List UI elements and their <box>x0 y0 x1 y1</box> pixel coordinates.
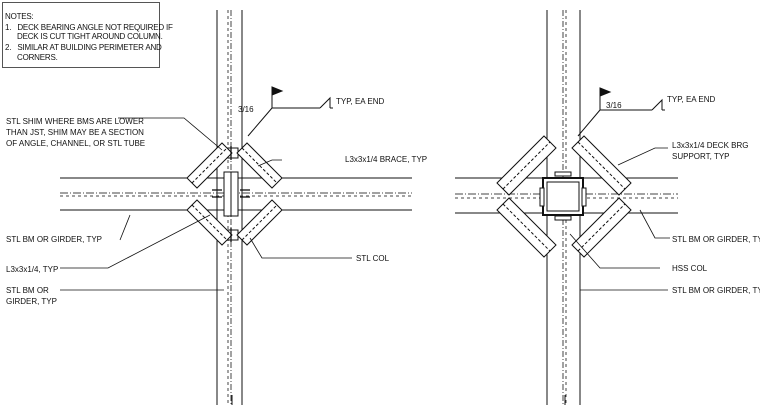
right-weld-symbol <box>577 87 665 137</box>
right-bm-girder-label: STL BM OR GIRDER, TYP <box>672 286 760 295</box>
left-bm-girder-label-2: GIRDER, TYP <box>6 297 57 306</box>
right-deck-angles <box>496 135 632 258</box>
right-weld-size: 3/16 <box>606 101 622 110</box>
right-hss-column <box>539 171 587 221</box>
right-weld-note: TYP, EA END <box>667 95 716 104</box>
note-1-line-2: DECK IS CUT TIGHT AROUND COLUMN. <box>17 32 163 41</box>
right-deck-label-1: L3x3x1/4 DECK BRG <box>672 141 748 150</box>
left-column <box>223 147 239 241</box>
left-column-label: STL COL <box>356 254 390 263</box>
note-1-line-1: 1. DECK BEARING ANGLE NOT REQUIRED IF <box>5 23 173 32</box>
left-bm-girder-label-1: STL BM OR <box>6 286 49 295</box>
left-brace-label: L3x3x1/4 BRACE, TYP <box>345 155 427 164</box>
left-bolts <box>212 146 250 242</box>
left-detail <box>60 10 412 405</box>
right-detail <box>455 10 678 405</box>
left-weld-symbol <box>247 86 333 137</box>
right-beam-label: STL BM OR GIRDER, TYP <box>672 235 760 244</box>
note-2-line-1: 2. SIMILAR AT BUILDING PERIMETER AND <box>5 43 162 52</box>
right-leaders <box>569 147 670 291</box>
notes-title: NOTES: <box>5 12 34 21</box>
left-weld-size: 3/16 <box>238 105 254 114</box>
left-shim-note-3: OF ANGLE, CHANNEL, OR STL TUBE <box>6 139 145 148</box>
left-vertical-beam <box>216 10 243 405</box>
left-angle-label: L3x3x1/4, TYP <box>6 265 58 274</box>
right-column-label: HSS COL <box>672 264 708 273</box>
left-braces <box>186 142 283 246</box>
left-shim-note-1: STL SHIM WHERE BMS ARE LOWER <box>6 117 144 126</box>
left-beam-label: STL BM OR GIRDER, TYP <box>6 235 102 244</box>
right-deck-label-2: SUPPORT, TYP <box>672 152 730 161</box>
notes-box <box>2 2 160 68</box>
left-leaders <box>60 117 352 291</box>
left-weld-note: TYP, EA END <box>336 97 385 106</box>
note-2-line-2: CORNERS. <box>17 53 58 62</box>
left-shim-note-2: THAN JST, SHIM MAY BE A SECTION <box>6 128 144 137</box>
labels: 3/16 TYP, EA END STL SHIM WHERE BMS ARE … <box>6 95 760 306</box>
